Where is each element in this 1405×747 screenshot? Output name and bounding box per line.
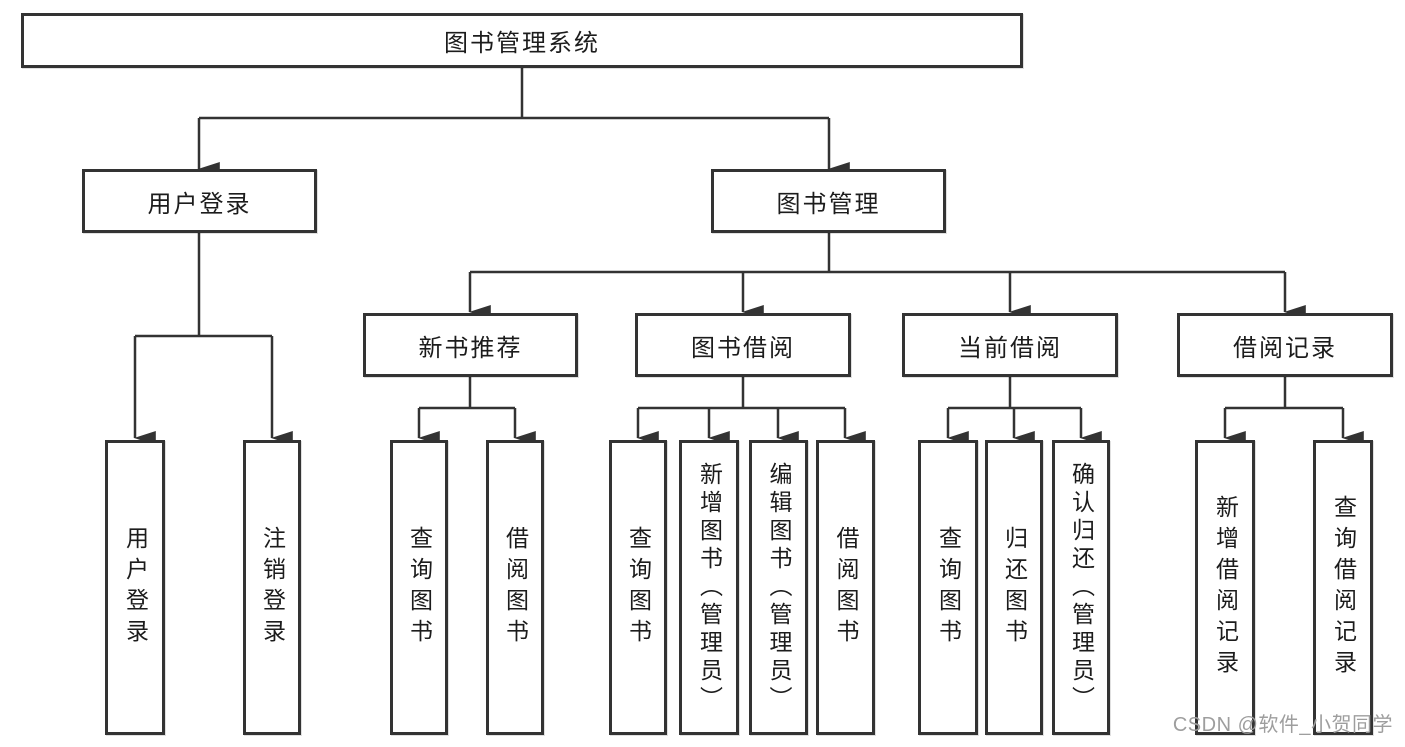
- node-library-management-system: 图书管理系统: [21, 13, 1023, 68]
- leaf-confirm-return-admin: 确认归还（管理员）: [1052, 440, 1110, 735]
- csdn-watermark: CSDN @软件_小贺同学: [1172, 714, 1393, 736]
- connector-records-split: [1225, 377, 1343, 410]
- leaf-user-login: 用户登录: [105, 440, 165, 735]
- node-book-borrowing: 图书借阅: [635, 313, 851, 377]
- leaf-query-books-borrowing: 查询图书: [609, 440, 667, 735]
- node-borrowing-records: 借阅记录: [1177, 313, 1393, 377]
- leaf-borrow-books-recommend: 借阅图书: [486, 440, 544, 735]
- node-book-management: 图书管理: [711, 169, 946, 233]
- leaf-return-books: 归还图书: [985, 440, 1043, 735]
- leaf-edit-books-admin: 编辑图书（管理员）: [749, 440, 808, 735]
- connector-userlogin-split: [135, 233, 272, 338]
- leaf-add-books-admin: 新增图书（管理员）: [679, 440, 739, 735]
- connector-bookmgmt-split: [470, 233, 1285, 274]
- connector-root-split: [199, 68, 829, 120]
- connector-newbook-split: [419, 377, 515, 410]
- leaf-query-books-current: 查询图书: [918, 440, 978, 735]
- leaf-borrow-books-borrowing: 借阅图书: [816, 440, 875, 735]
- connector-borrowing-split: [638, 377, 845, 410]
- leaf-query-books-recommend: 查询图书: [390, 440, 448, 735]
- node-user-login: 用户登录: [82, 169, 317, 233]
- node-new-book-recommendation: 新书推荐: [363, 313, 578, 377]
- leaf-add-borrow-record: 新增借阅记录: [1195, 440, 1255, 735]
- leaf-logout: 注销登录: [243, 440, 301, 735]
- leaf-query-borrow-record: 查询借阅记录: [1313, 440, 1373, 735]
- connector-current-split: [948, 377, 1081, 410]
- node-current-borrowing: 当前借阅: [902, 313, 1118, 377]
